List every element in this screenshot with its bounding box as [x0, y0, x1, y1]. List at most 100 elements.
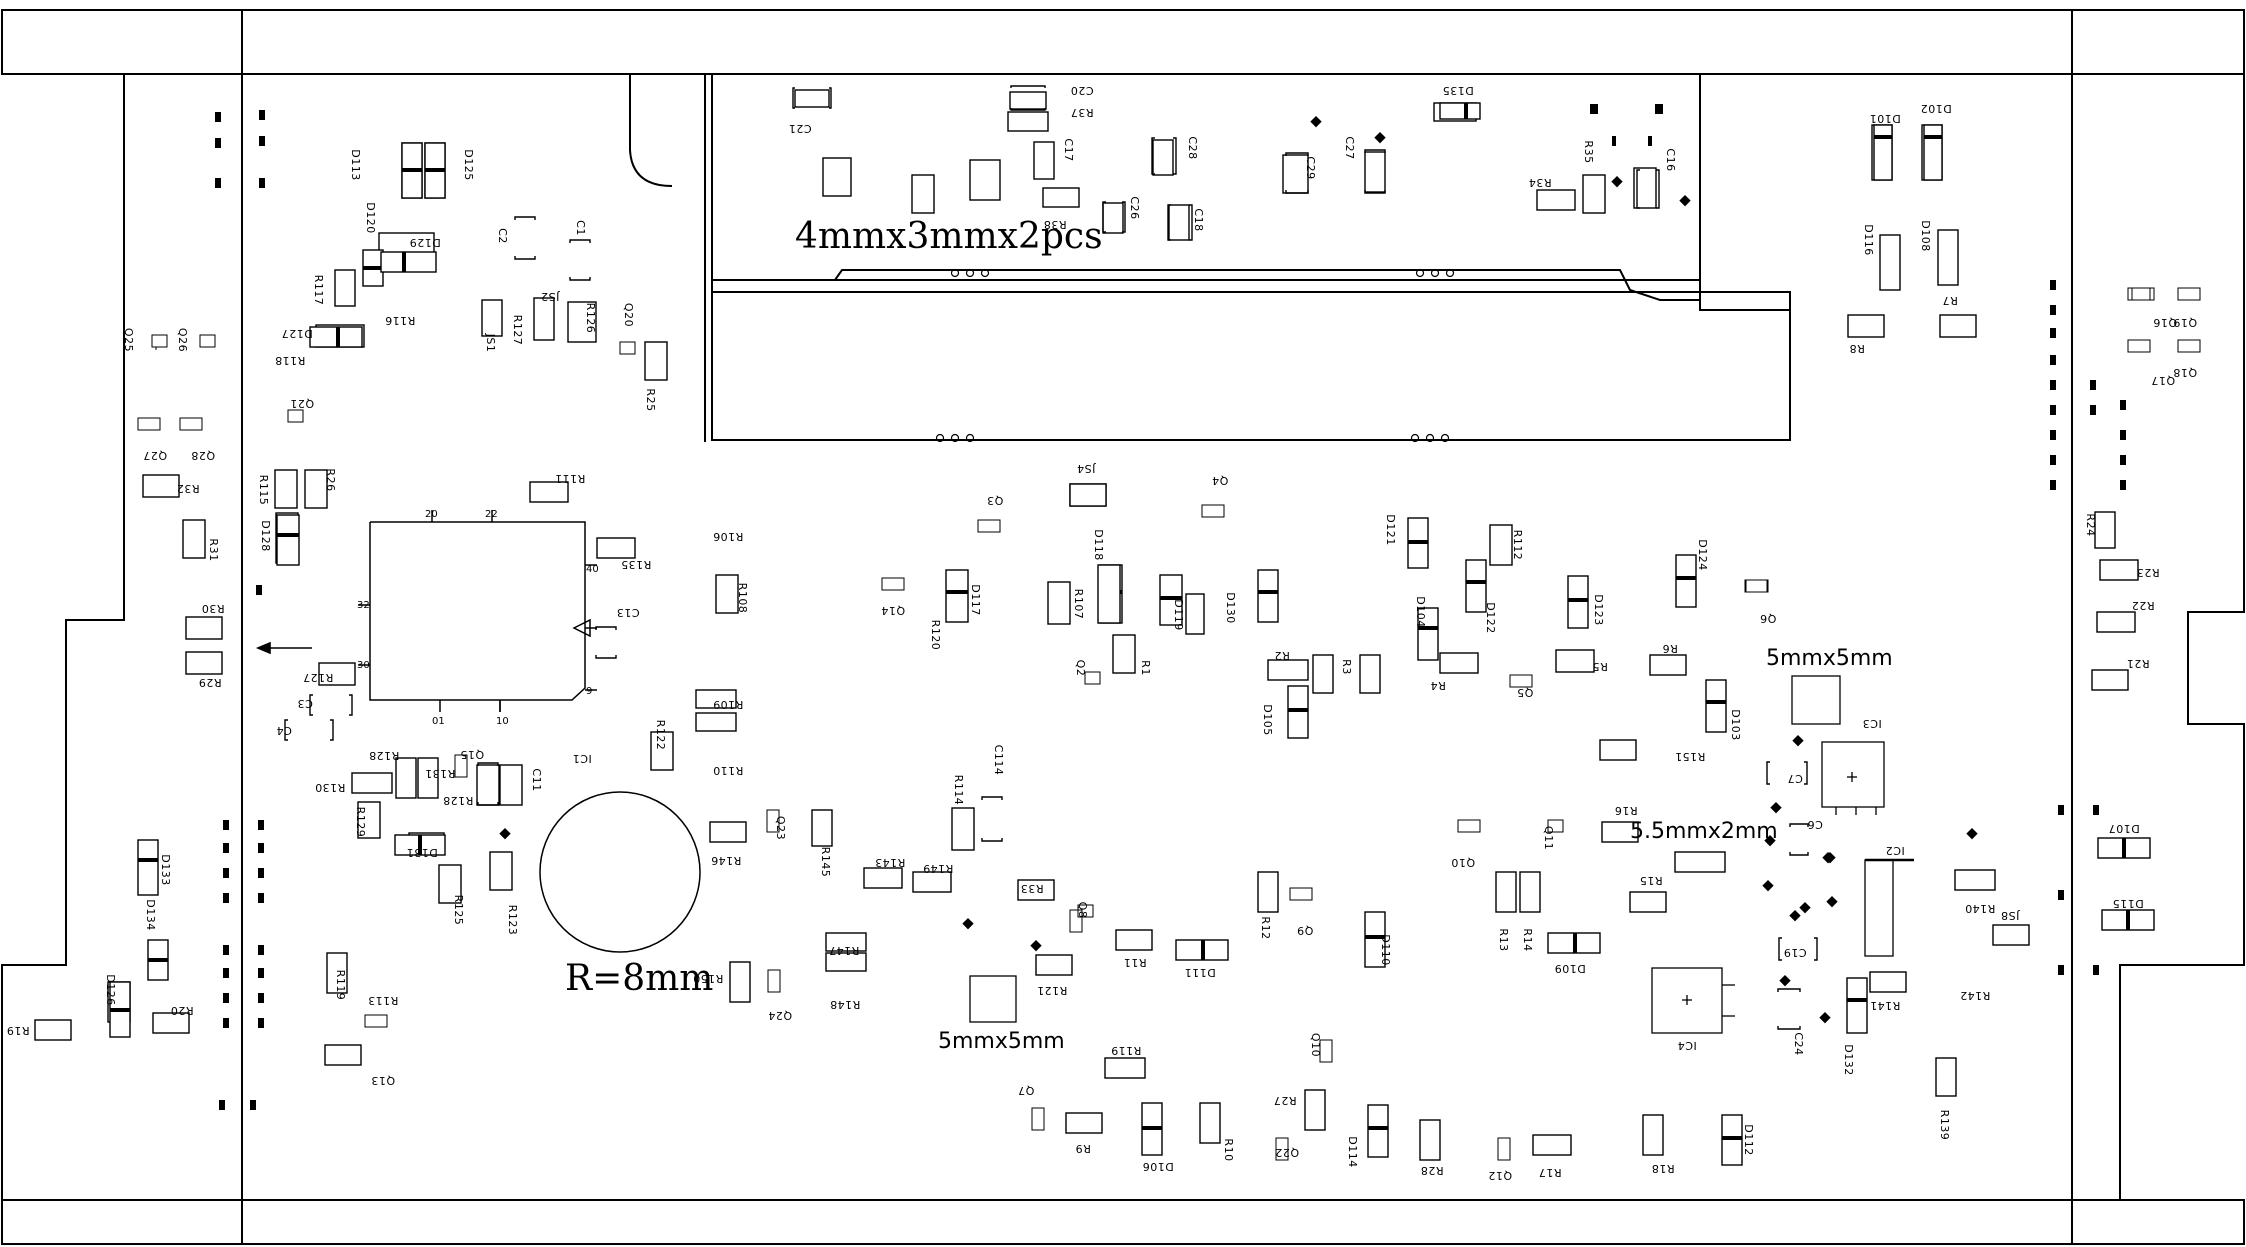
label-r34: R34	[1528, 176, 1551, 189]
label-c11: C11	[530, 768, 543, 791]
label-r38: R38	[1043, 218, 1066, 231]
label-r25: R25	[644, 388, 657, 411]
label-r127: R127	[511, 315, 524, 346]
label-d130: D130	[1224, 592, 1237, 623]
label-r6: R6	[1662, 642, 1678, 655]
label-d115: D115	[2112, 897, 2143, 910]
label-r130: R130	[315, 781, 346, 794]
label-r12: R12	[1259, 916, 1272, 939]
label-r149: R149	[923, 862, 954, 875]
label-r140: R140	[1965, 902, 1996, 915]
label-q16: Q16	[2153, 316, 2177, 329]
board-outline	[1, 9, 2245, 1245]
label-r125: R125	[452, 895, 465, 926]
component-labels: C21C20R37C17R38C28C26C18C29C27D135R34R35…	[6, 84, 2197, 1182]
label-q25: Q25	[122, 328, 135, 352]
label-r13: R13	[1497, 928, 1510, 951]
label-r141: R141	[1870, 999, 1901, 1012]
note-battery: R=8mm	[565, 958, 713, 999]
label-q24: Q24	[768, 1009, 792, 1022]
battery-footprint	[539, 791, 701, 953]
pin-40: 40	[586, 564, 599, 575]
transistor-footprints	[137, 287, 2201, 1161]
label-r122: R122	[654, 720, 667, 751]
label-q14: Q14	[881, 604, 905, 617]
label-r139: R139	[1938, 1110, 1951, 1141]
label-d120: D120	[364, 202, 377, 233]
label-c7: C7	[1787, 772, 1803, 785]
arrow-left-icon	[255, 641, 312, 655]
label-r146: R146	[711, 854, 742, 867]
label-r11: R11	[1123, 956, 1146, 969]
label-q17: Q17	[2151, 374, 2175, 387]
pin-10: 10	[496, 716, 509, 727]
label-r30: R30	[201, 602, 224, 615]
label-q23: Q23	[774, 816, 787, 840]
label-r18: R18	[1651, 1162, 1674, 1175]
label-d133: D133	[159, 854, 172, 885]
label-r107: R107	[1072, 589, 1085, 620]
label-r3: R3	[1340, 659, 1353, 675]
label-c114: C114	[992, 745, 1005, 776]
capacitor-footprints	[284, 85, 1818, 1030]
label-r108: R108	[736, 583, 749, 614]
label-r16: R16	[1614, 804, 1637, 817]
label-q15: Q15	[460, 748, 484, 761]
label-d109: D109	[1554, 962, 1585, 975]
label-d124: D124	[1696, 539, 1709, 570]
label-q10b: Q10	[1309, 1033, 1322, 1057]
label-q21: Q21	[290, 397, 314, 410]
label-c20: C20	[1070, 84, 1093, 97]
label-js8: JS8	[2001, 909, 2021, 922]
label-d106: D106	[1142, 1160, 1173, 1173]
label-d132: D132	[1842, 1044, 1855, 1075]
ic-footprints	[969, 675, 1914, 1034]
label-r7: R7	[1942, 294, 1958, 307]
label-r26: R26	[324, 468, 337, 491]
label-d101: D101	[1869, 112, 1900, 125]
label-d107: D107	[2108, 822, 2139, 835]
label-r8: R8	[1849, 342, 1865, 355]
label-r1: R1	[1139, 660, 1152, 676]
label-r117: R117	[312, 275, 325, 306]
label-c13: C13	[616, 606, 639, 619]
label-ic4: IC4	[1677, 1039, 1696, 1052]
label-r113: R113	[368, 994, 399, 1007]
label-r123: R123	[506, 905, 519, 936]
label-r135: R135	[621, 558, 652, 571]
pin-20: 20	[425, 509, 438, 520]
label-r128: R128	[369, 749, 400, 762]
label-r9: R9	[1075, 1142, 1091, 1155]
label-r111: R111	[555, 472, 586, 485]
label-q5: Q5	[1517, 686, 1534, 699]
label-c18: C18	[1192, 208, 1205, 231]
label-r142: R142	[1960, 989, 1991, 1002]
label-q10: Q10	[1451, 856, 1475, 869]
label-js2: JS2	[541, 290, 561, 303]
label-q18: Q18	[2173, 366, 2197, 379]
label-r119: R119	[1111, 1044, 1142, 1057]
label-d121: D121	[1384, 514, 1397, 545]
test-points[interactable]	[215, 104, 2126, 1110]
label-d135: D135	[1442, 84, 1473, 97]
label-r2: R2	[1274, 649, 1290, 662]
label-ic2: IC2	[1885, 844, 1904, 857]
label-d103: D103	[1729, 709, 1742, 740]
label-d105: D105	[1261, 704, 1274, 735]
label-r31: R31	[207, 538, 220, 561]
note-ic2: 5.5mmx2mm	[1630, 819, 1778, 844]
label-c27: C27	[1343, 136, 1356, 159]
note-center-ic: 5mmx5mm	[938, 1029, 1065, 1054]
label-r151: R151	[1675, 750, 1706, 763]
label-r22: R22	[2131, 599, 2154, 612]
label-d116: D116	[1862, 224, 1875, 255]
label-r120: R120	[929, 620, 942, 651]
label-d102: D102	[1920, 102, 1951, 115]
label-r143: R143	[875, 856, 906, 869]
label-q20: Q20	[622, 303, 635, 327]
label-r131: R131	[425, 767, 456, 780]
label-c3: C3	[297, 697, 313, 710]
label-r128b: R128	[443, 794, 474, 807]
label-d129: D129	[409, 236, 440, 249]
pin-30: 30	[357, 660, 370, 671]
